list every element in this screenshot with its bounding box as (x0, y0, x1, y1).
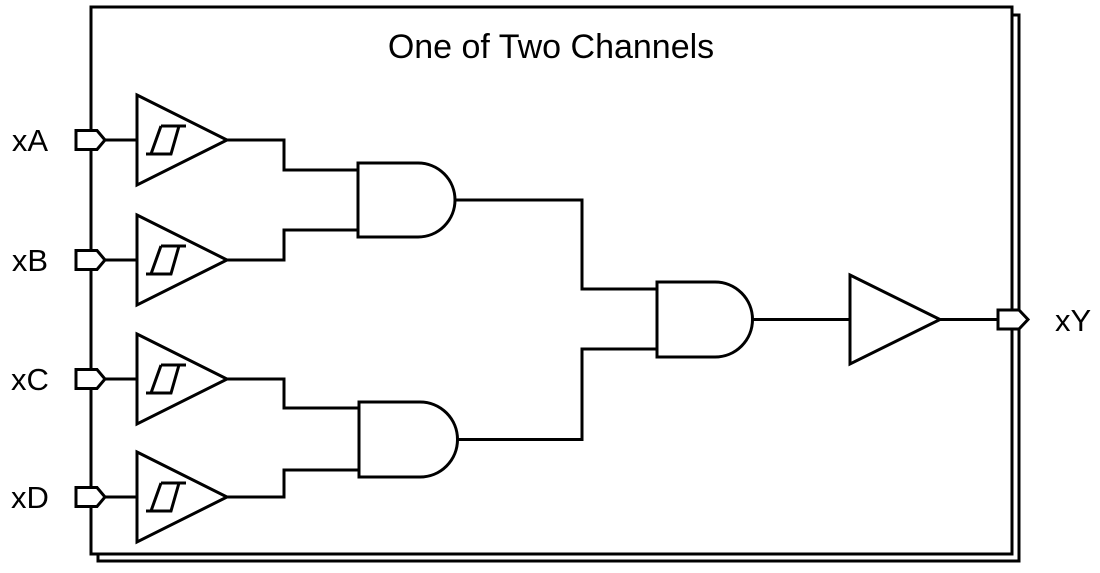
output-label-xy: xY (1055, 303, 1091, 338)
output-pin-icon (996, 308, 1031, 331)
schmitt-buffer-xa (135, 92, 231, 188)
schmitt-buffer-xc (135, 331, 231, 427)
and-gate-top (356, 161, 457, 239)
schmitt-buffer-xd (135, 449, 231, 545)
wire-buffer-d-to-and-bottom (227, 468, 359, 499)
wire-and-top-to-and-final (455, 198, 657, 291)
and-gate-bottom (357, 400, 459, 479)
schmitt-buffer-xb (135, 212, 231, 308)
input-label-xd: xD (11, 480, 49, 515)
wire-and-bottom-to-and-final (457, 347, 657, 441)
wire-buffer-b-to-and-top (227, 228, 358, 262)
input-pin-icon-xd (74, 486, 107, 508)
output-buffer (848, 272, 944, 367)
input-label-xc: xC (11, 362, 49, 397)
diagram-title: One of Two Channels (388, 28, 714, 66)
buffer-triangle (135, 212, 231, 308)
input-label-xb: xB (12, 243, 48, 278)
input-pin-icon-xa (74, 129, 107, 151)
input-pin-icon-xb (74, 249, 107, 271)
buffer-triangle (135, 92, 231, 188)
buffer-triangle (135, 449, 231, 545)
wire-buffer-c-to-and-bottom (227, 377, 359, 410)
wire-buffer-a-to-and-top (227, 138, 358, 172)
input-pin-icon-xc (74, 368, 107, 390)
buffer-triangle (135, 331, 231, 427)
input-label-xa: xA (12, 123, 49, 158)
and-gate-final (655, 280, 754, 359)
channel-card (89, 5, 1014, 556)
